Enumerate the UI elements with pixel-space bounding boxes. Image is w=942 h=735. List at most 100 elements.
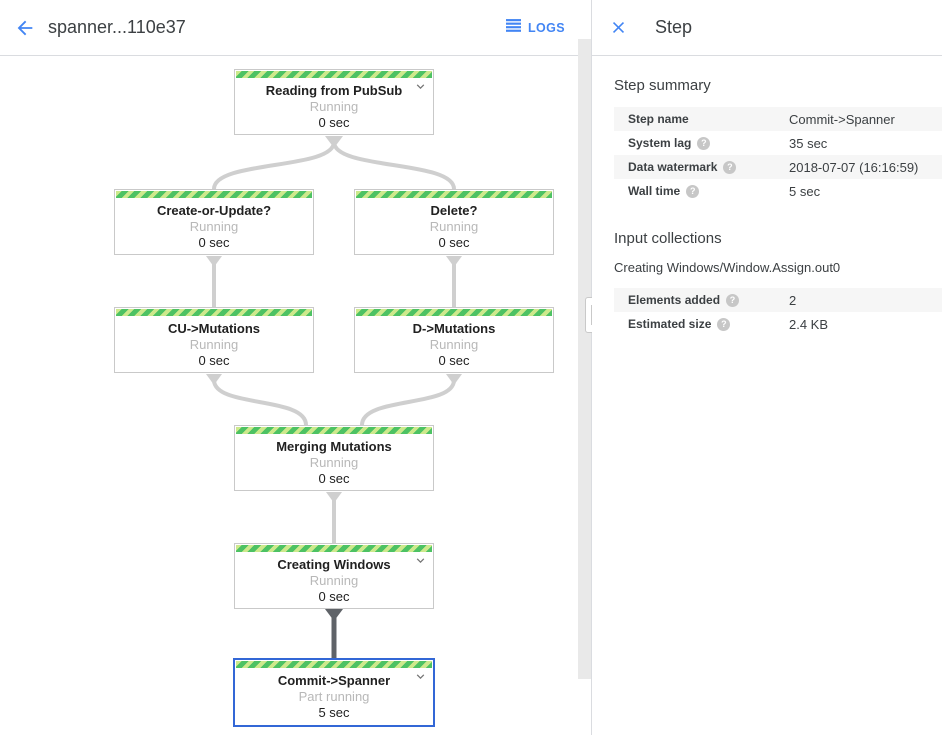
node-status: Running bbox=[429, 337, 479, 352]
input-collections-heading: Input collections bbox=[614, 230, 722, 247]
table-row: Elements added 2 bbox=[614, 288, 942, 312]
row-label-text: System lag bbox=[628, 136, 692, 150]
row-label: Step name bbox=[628, 112, 789, 126]
running-progress-stripe bbox=[356, 309, 552, 316]
node-status: Running bbox=[189, 337, 239, 352]
collection-name: Creating Windows/Window.Assign.out0 bbox=[614, 260, 841, 275]
row-value: 5 sec bbox=[789, 183, 821, 199]
panel-divider bbox=[591, 0, 592, 735]
row-label-text: Wall time bbox=[628, 184, 681, 198]
running-progress-stripe bbox=[236, 71, 432, 78]
graph-node-delete[interactable]: Delete? Running 0 sec bbox=[354, 189, 554, 255]
table-row: Data watermark 2018-07-07 (16:16:59) bbox=[614, 155, 942, 179]
graph-edges-layer bbox=[206, 136, 462, 659]
logs-button-label: LOGS bbox=[528, 20, 566, 35]
node-status: Running bbox=[309, 573, 359, 588]
node-title: Creating Windows bbox=[277, 557, 391, 572]
edge-cu-mutations-to-merging bbox=[212, 379, 308, 426]
table-row: System lag 35 sec bbox=[614, 131, 942, 155]
edge-cu-mutations-arrowhead bbox=[206, 374, 222, 385]
node-status: Running bbox=[309, 455, 359, 470]
help-icon[interactable] bbox=[697, 136, 711, 150]
help-icon[interactable] bbox=[717, 317, 731, 331]
step-summary-table: Step name Commit->Spanner System lag 35 … bbox=[614, 107, 942, 203]
edge-merging-arrowhead bbox=[326, 492, 342, 503]
back-button[interactable] bbox=[14, 17, 36, 39]
chevron-down-icon[interactable] bbox=[413, 553, 428, 568]
row-label: Elements added bbox=[628, 293, 789, 307]
edge-pubsub-to-delete bbox=[332, 141, 456, 190]
node-title: Create-or-Update? bbox=[156, 203, 272, 218]
node-time: 0 sec bbox=[438, 235, 470, 250]
node-time: 0 sec bbox=[318, 471, 350, 486]
help-icon[interactable] bbox=[686, 184, 700, 198]
edge-creating-windows-arrowhead bbox=[325, 609, 343, 621]
graph-node-create-or-update[interactable]: Create-or-Update? Running 0 sec bbox=[114, 189, 314, 255]
row-label-text: Data watermark bbox=[628, 160, 718, 174]
job-graph-canvas: Reading from PubSub Running 0 sec Create… bbox=[0, 56, 591, 735]
table-row: Wall time 5 sec bbox=[614, 179, 942, 203]
job-title: spanner...110e37 bbox=[48, 17, 186, 37]
running-progress-stripe bbox=[236, 661, 432, 668]
close-icon bbox=[609, 21, 628, 41]
node-time: 0 sec bbox=[318, 115, 350, 130]
row-label-text: Step name bbox=[628, 112, 689, 126]
arrow-left-icon bbox=[14, 20, 36, 43]
node-status: Running bbox=[189, 219, 239, 234]
running-progress-stripe bbox=[356, 191, 552, 198]
graph-node-merging-mutations[interactable]: Merging Mutations Running 0 sec bbox=[234, 425, 434, 491]
node-status: Running bbox=[309, 99, 359, 114]
step-panel: Step summary Step name Commit->Spanner S… bbox=[592, 56, 942, 735]
row-value: 2.4 KB bbox=[789, 316, 829, 332]
logs-button[interactable]: LOGS bbox=[506, 0, 565, 55]
row-label: Data watermark bbox=[628, 160, 789, 174]
node-title: D->Mutations bbox=[412, 321, 496, 336]
node-title: CU->Mutations bbox=[167, 321, 261, 336]
chevron-down-icon[interactable] bbox=[413, 669, 428, 684]
table-row: Step name Commit->Spanner bbox=[614, 107, 942, 131]
edge-d-mutations-to-merging bbox=[360, 379, 456, 426]
chevron-down-icon[interactable] bbox=[413, 79, 428, 94]
graph-node-d-mutations[interactable]: D->Mutations Running 0 sec bbox=[354, 307, 554, 373]
node-time: 0 sec bbox=[438, 353, 470, 368]
running-progress-stripe bbox=[116, 309, 312, 316]
edge-d-mutations-arrowhead bbox=[446, 374, 462, 385]
edge-delete-arrowhead bbox=[446, 256, 462, 267]
row-label-text: Elements added bbox=[628, 293, 721, 307]
logs-list-icon bbox=[506, 18, 521, 37]
row-value: 35 sec bbox=[789, 135, 828, 151]
node-time: 0 sec bbox=[198, 353, 230, 368]
node-time: 0 sec bbox=[198, 235, 230, 250]
app-header: spanner...110e37 LOGS Step bbox=[0, 0, 942, 56]
node-status: Part running bbox=[298, 689, 370, 704]
table-row: Estimated size 2.4 KB bbox=[614, 312, 942, 336]
edge-create-or-update-arrowhead bbox=[206, 256, 222, 267]
node-title: Reading from PubSub bbox=[265, 83, 403, 98]
help-icon[interactable] bbox=[723, 160, 737, 174]
node-title: Commit->Spanner bbox=[277, 673, 391, 688]
node-time: 0 sec bbox=[318, 589, 350, 604]
node-status: Running bbox=[429, 219, 479, 234]
row-value: Commit->Spanner bbox=[789, 111, 895, 127]
running-progress-stripe bbox=[116, 191, 312, 198]
graph-node-reading-from-pubsub[interactable]: Reading from PubSub Running 0 sec bbox=[234, 69, 434, 135]
graph-node-creating-windows[interactable]: Creating Windows Running 0 sec bbox=[234, 543, 434, 609]
row-label-text: Estimated size bbox=[628, 317, 712, 331]
edge-pubsub-arrowhead bbox=[325, 136, 343, 148]
step-summary-heading: Step summary bbox=[614, 77, 711, 94]
input-collections-table: Elements added 2 Estimated size 2.4 KB bbox=[614, 288, 942, 336]
node-title: Merging Mutations bbox=[276, 439, 392, 454]
row-label: System lag bbox=[628, 136, 789, 150]
row-label: Wall time bbox=[628, 184, 789, 198]
graph-node-commit-spanner[interactable]: Commit->Spanner Part running 5 sec bbox=[233, 658, 435, 727]
node-title: Delete? bbox=[430, 203, 478, 218]
help-icon[interactable] bbox=[726, 293, 740, 307]
graph-scrollbar-track[interactable] bbox=[578, 39, 591, 679]
close-panel-button[interactable] bbox=[609, 18, 628, 37]
row-label: Estimated size bbox=[628, 317, 789, 331]
graph-node-cu-mutations[interactable]: CU->Mutations Running 0 sec bbox=[114, 307, 314, 373]
row-value: 2 bbox=[789, 292, 797, 308]
node-time: 5 sec bbox=[318, 705, 350, 720]
panel-title: Step bbox=[655, 17, 693, 37]
running-progress-stripe bbox=[236, 427, 432, 434]
